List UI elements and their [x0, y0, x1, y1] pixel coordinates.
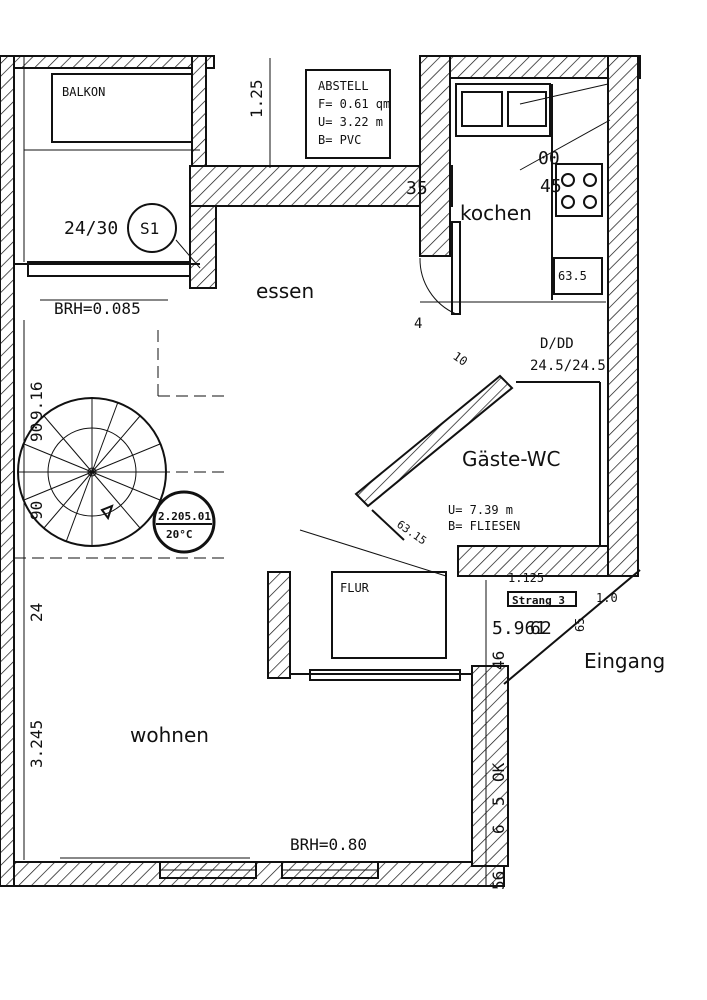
wc-u-text: U= 7.39 m: [448, 503, 513, 517]
entrance-diagonal: [503, 569, 641, 685]
gaeste-wc-label: Gäste-WC: [462, 447, 560, 471]
guest-wc: D/DD 24.5/24.5 10 U= 7.39 m B= FLIESEN 6…: [354, 336, 606, 548]
storage-wall: [189, 165, 453, 207]
right-wall: [607, 55, 639, 577]
dim-24-text: 24: [27, 603, 46, 622]
sink-drainer: [507, 91, 547, 127]
dim-10b-text: 1.0: [596, 591, 618, 605]
dim-10-text: 10: [450, 349, 470, 369]
left-dimensions: 9.16 90 90 24 3.245: [23, 320, 46, 860]
dim-62-text: 62: [530, 618, 552, 639]
dim-961-text: 5.961: [492, 618, 546, 639]
walls: [0, 55, 641, 887]
kitchen: 35 00 45 63.5 4 kochen: [406, 83, 611, 332]
dim-56-text: 56: [489, 871, 508, 890]
balcony-window: [27, 261, 191, 277]
dim-125-text: 1.25: [247, 79, 266, 118]
sink-unit: [455, 83, 551, 137]
guidelines: [14, 299, 226, 559]
dim-6315-text: 63.15: [394, 518, 429, 548]
dim-6-text: 6: [489, 824, 508, 834]
fridge: [553, 257, 603, 295]
strang-text: Strang 3: [512, 594, 565, 607]
dim-35-text: 35: [406, 178, 428, 199]
dim-45-text: 45: [540, 176, 562, 197]
dim-ok-text: OK: [489, 762, 508, 782]
dim-5-text: 5: [489, 796, 508, 806]
dim-125: 1.25: [247, 58, 271, 168]
column-s1: 24/30 S1: [64, 203, 201, 269]
dim-635-text: 63.5: [558, 269, 587, 283]
bottom-wall: [13, 861, 505, 887]
flur: FLUR: [290, 529, 472, 681]
abstell-frame: [305, 69, 391, 159]
d-dd-val-text: 24.5/24.5: [530, 358, 606, 374]
dim-4-text: 4: [414, 316, 422, 332]
wohnen-label: wohnen: [130, 723, 209, 747]
dim-916-text: 9.16: [27, 381, 46, 420]
level-circle: [152, 490, 216, 554]
kitchen-door: [419, 221, 461, 315]
bottom-windows: BRH=0.80: [60, 835, 379, 879]
wc-diagonal-wall: [354, 374, 514, 508]
dim-90b-text: 90: [27, 501, 46, 520]
sink-basin: [461, 91, 503, 127]
flur-left-wall: [267, 571, 291, 679]
abstell-b: B= PVC: [318, 133, 361, 147]
s1-circle: [127, 203, 177, 253]
d-dd-text: D/DD: [540, 336, 574, 352]
strang-box: [507, 591, 577, 607]
temp-text: 20°C: [166, 528, 193, 541]
column-wall: [189, 205, 217, 289]
dim-90a-text: 90: [27, 423, 46, 442]
kitchen-left-wall: [419, 55, 451, 257]
flur-box: [331, 571, 447, 659]
balcony-planter: [51, 73, 193, 143]
abstell-u: U= 3.22 m: [318, 115, 383, 129]
dim-2430-text: 24/30: [64, 218, 118, 239]
balcony: BALKON: [14, 56, 200, 277]
s1-text: S1: [140, 219, 159, 238]
dim-00-text: 00: [538, 148, 560, 169]
flur-label: FLUR: [340, 581, 370, 595]
dim-3245-text: 3.245: [27, 720, 46, 768]
wc-b-text: B= FLIESEN: [448, 519, 520, 533]
balcony-right-wall: [191, 55, 207, 169]
spiral-stair: [17, 397, 167, 547]
essen-label: essen: [256, 279, 314, 303]
abstell-box: ABSTELL F= 0.61 qm U= 3.22 m B= PVC: [305, 69, 391, 159]
entrance-wall: [471, 665, 509, 867]
brh-top-text: BRH=0.085: [54, 299, 141, 318]
eingang-label: Eingang: [584, 649, 665, 673]
dim-46-text: 46: [489, 651, 508, 670]
level-marker: 2.205.01 20°C: [152, 490, 216, 554]
left-wall: [0, 55, 15, 887]
flur-top-wall: [457, 545, 609, 577]
brh-bottom-text: BRH=0.80: [290, 835, 367, 854]
dim-1125-text: 1.125: [508, 571, 544, 585]
balkon-label: BALKON: [62, 85, 105, 99]
right-dimensions: 46 OK 5 6 56: [485, 580, 508, 890]
abstell-title: ABSTELL: [318, 79, 369, 93]
balcony-top-wall: [13, 55, 215, 69]
level-text: 2.205.01: [158, 510, 211, 523]
kochen-label: kochen: [460, 201, 532, 225]
entrance: Strang 3 1.125 1.0 5.961 62 65 Eingang: [492, 569, 665, 685]
abstell-f: F= 0.61 qm: [318, 97, 390, 111]
dim-65-text: 65: [573, 618, 587, 632]
stove: [555, 163, 603, 217]
